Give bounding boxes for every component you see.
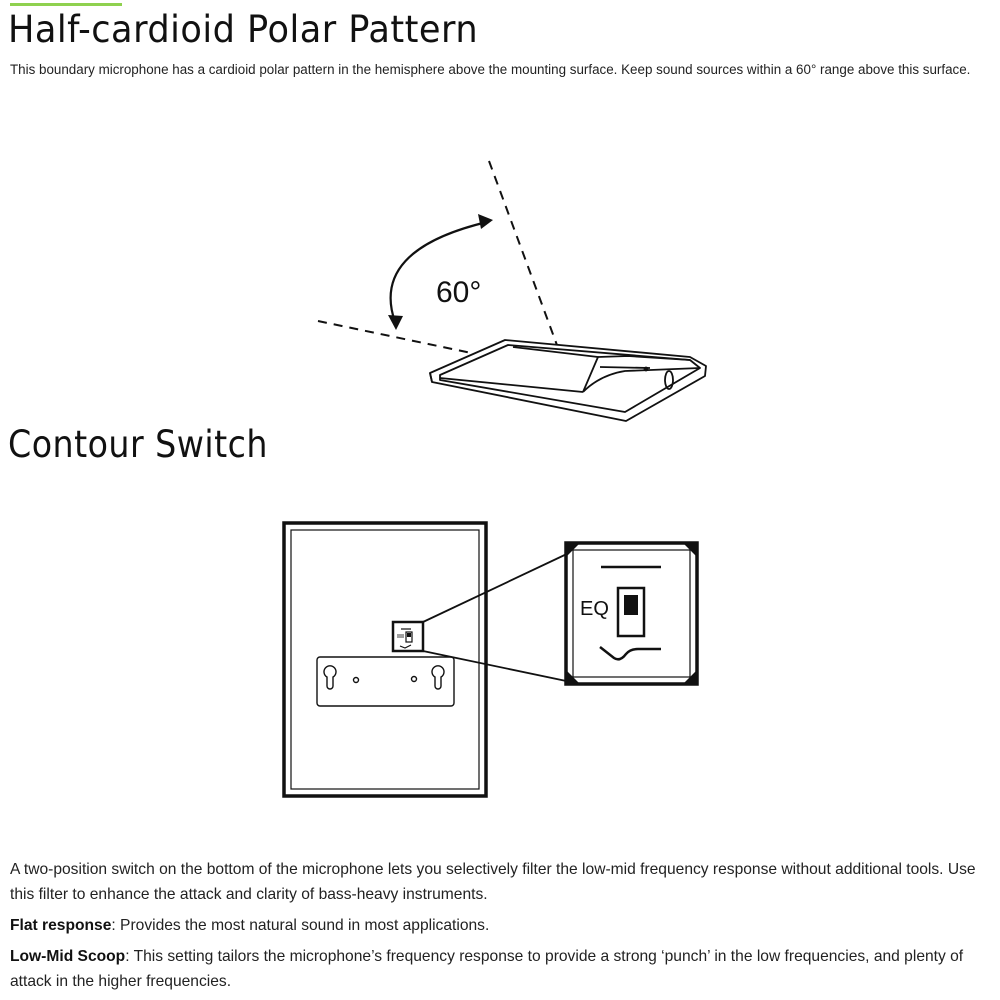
- callout-line-top: [422, 551, 572, 623]
- boundary-microphone: [429, 339, 707, 422]
- small-switch: [391, 620, 425, 653]
- contour-description: A two-position switch on the bottom of t…: [10, 861, 976, 903]
- section-title-contour: Contour Switch: [8, 423, 268, 466]
- flat-response-paragraph: Flat response: Provides the most natural…: [10, 913, 995, 938]
- flat-response-desc: : Provides the most natural sound in mos…: [111, 917, 490, 934]
- low-mid-scoop-desc: : This setting tailors the microphone’s …: [10, 948, 964, 990]
- mic-bottom-inner: [290, 529, 480, 790]
- magnified-switch: EQ: [564, 541, 699, 686]
- low-mid-scoop-term: Low-Mid Scoop: [10, 948, 126, 965]
- accent-bar: [10, 3, 122, 6]
- arc-arrowhead-top: [478, 214, 493, 229]
- angle-arc: [389, 220, 488, 323]
- angle-label: 60°: [436, 276, 481, 309]
- mounting-bracket: [316, 656, 455, 707]
- polar-intro-text: This boundary microphone has a cardioid …: [10, 62, 971, 77]
- mic-bottom-outer: [282, 521, 488, 798]
- arc-arrowhead-bottom: [388, 315, 403, 330]
- eq-label: EQ: [580, 598, 609, 620]
- angle-dashed-line: [488, 160, 562, 357]
- low-mid-scoop-paragraph: Low-Mid Scoop: This setting tailors the …: [10, 944, 995, 994]
- section-title-polar: Half-cardioid Polar Pattern: [8, 8, 479, 51]
- scoop-curve: [599, 646, 661, 661]
- flat-response-term: Flat response: [10, 917, 112, 934]
- callout-line-bottom: [422, 650, 572, 683]
